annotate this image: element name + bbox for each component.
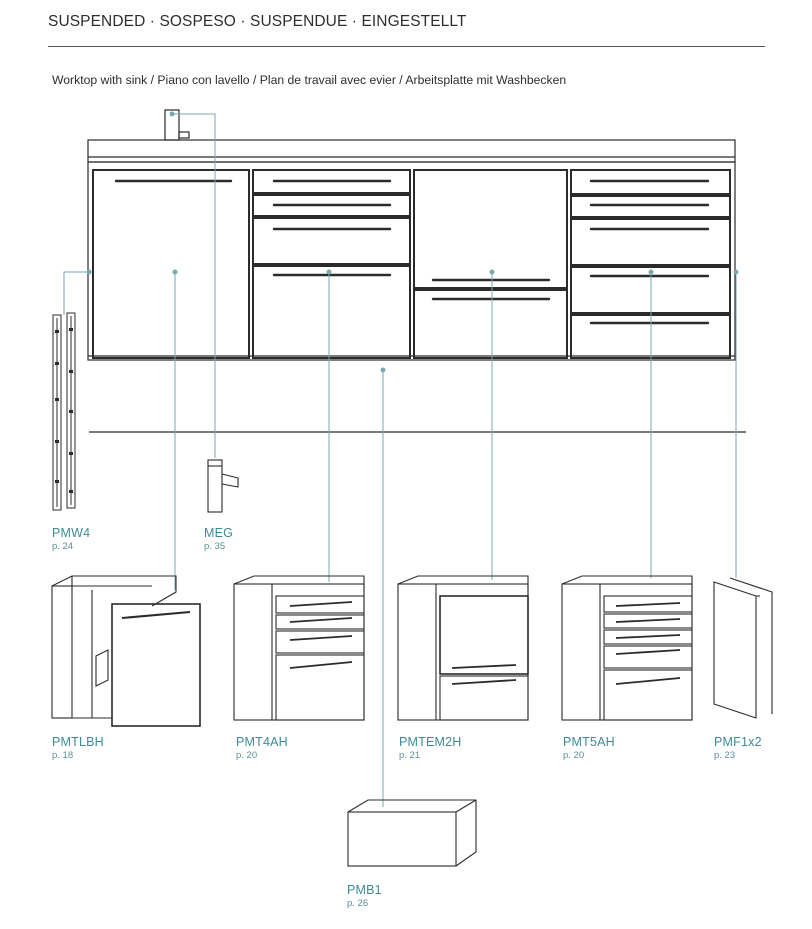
page-subtitle: Worktop with sink / Piano con lavello / … [52, 73, 567, 87]
product-label-pmtlbh: PMTLBH p. 18 [52, 735, 104, 761]
cabinet-assembly [87, 161, 736, 361]
product-label-pmtem2h: PMTEM2H p. 21 [399, 735, 462, 761]
pmt5ah-cabinet [561, 575, 693, 721]
worktop [87, 139, 736, 163]
product-page: p. 26 [347, 898, 369, 909]
door-front [92, 169, 250, 359]
product-label-pmb1: PMB1 p. 26 [347, 883, 382, 909]
product-label-pmw4: PMW4 p. 24 [52, 526, 90, 552]
pmb1-box [347, 799, 477, 867]
page-title: SUSPENDED · SOSPESO · SUSPENDUE · EINGES… [48, 13, 467, 30]
meg-faucet-icon [207, 459, 239, 513]
product-code: PMT5AH [563, 735, 615, 749]
product-label-pmt5ah: PMT5AH p. 20 [563, 735, 615, 761]
product-page: p. 23 [714, 750, 736, 761]
title-divider [48, 46, 765, 47]
product-code: PMTEM2H [399, 735, 462, 749]
faucet-icon [164, 109, 180, 141]
pmf1x2-panels [713, 577, 773, 719]
product-label-pmf1x2: PMF1x2 p. 23 [714, 735, 762, 761]
product-page: p. 21 [399, 750, 421, 761]
pmtem2h-cabinet [397, 575, 529, 721]
product-code: PMF1x2 [714, 735, 762, 749]
product-page: p. 18 [52, 750, 74, 761]
pmt4ah-cabinet [233, 575, 365, 721]
product-page: p. 20 [236, 750, 258, 761]
product-page: p. 35 [204, 541, 226, 552]
product-code: PMW4 [52, 526, 91, 540]
pmtlbh-cabinet [51, 575, 201, 727]
product-code: PMT4AH [236, 735, 288, 749]
product-code: PMB1 [347, 883, 382, 897]
product-page: p. 20 [563, 750, 585, 761]
product-label-meg: MEG p. 35 [204, 526, 233, 552]
product-page: p. 24 [52, 541, 74, 552]
product-label-pmt4ah: PMT4AH p. 20 [236, 735, 288, 761]
product-code: MEG [204, 526, 234, 540]
product-code: PMTLBH [52, 735, 104, 749]
